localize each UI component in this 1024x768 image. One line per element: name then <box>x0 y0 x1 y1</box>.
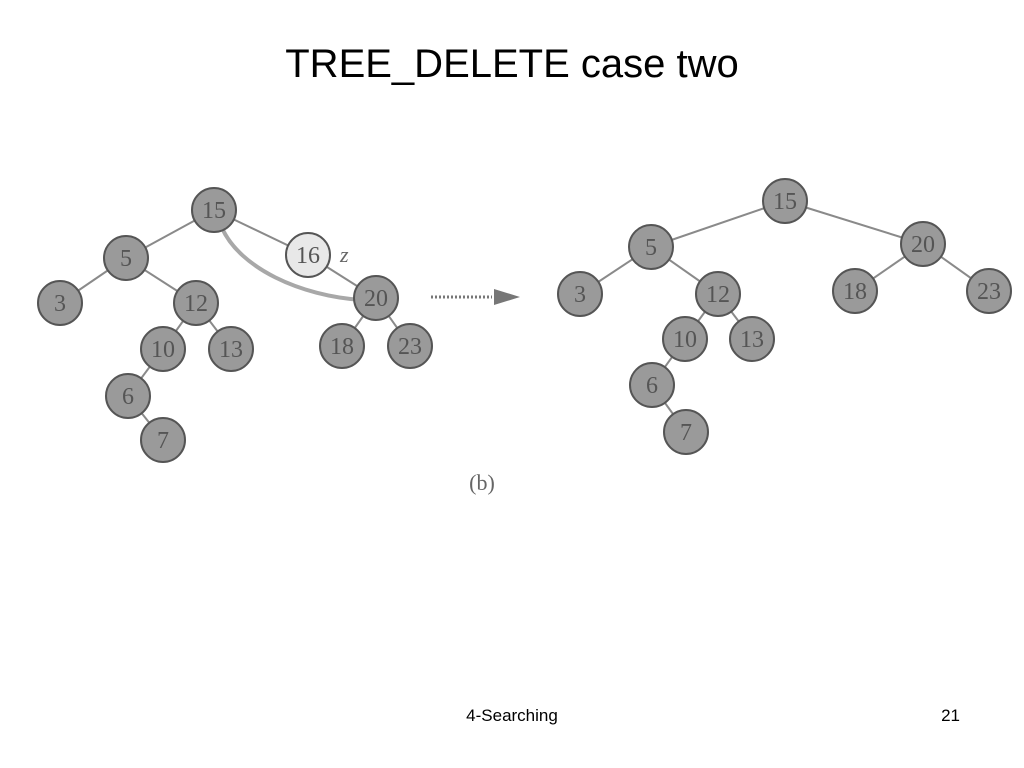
before-node-label-18: 18 <box>330 334 354 360</box>
before-node-circle-10 <box>140 326 186 372</box>
after-node-label-3: 3 <box>574 282 586 308</box>
slide-title: TREE_DELETE case two <box>285 42 739 86</box>
after-node-label-18: 18 <box>843 279 867 305</box>
after-node-circle-18 <box>832 268 878 314</box>
before-node-circle-16 <box>285 232 331 278</box>
before-node-23: 23 <box>387 323 433 369</box>
before-node-20: 20 <box>353 275 399 321</box>
after-node-12: 12 <box>695 271 741 317</box>
footer-text: 4-Searching <box>466 706 558 725</box>
after-node-7: 7 <box>663 409 709 455</box>
after-node-5: 5 <box>628 224 674 270</box>
before-node-label-7: 7 <box>157 428 169 454</box>
before-node-3: 3 <box>37 280 83 326</box>
after-node-13: 13 <box>729 316 775 362</box>
before-node-circle-23 <box>387 323 433 369</box>
after-node-6: 6 <box>629 362 675 408</box>
before-node-circle-3 <box>37 280 83 326</box>
after-node-circle-13 <box>729 316 775 362</box>
after-node-circle-6 <box>629 362 675 408</box>
before-node-label-16: 16 <box>296 243 320 269</box>
before-node-12: 12 <box>173 280 219 326</box>
splice-curve <box>220 227 363 302</box>
after-node-label-7: 7 <box>680 420 692 446</box>
before-node-circle-5 <box>103 235 149 281</box>
after-node-circle-7 <box>663 409 709 455</box>
after-node-circle-3 <box>557 271 603 317</box>
before-node-7: 7 <box>140 417 186 463</box>
before-node-circle-6 <box>105 373 151 419</box>
before-node-6: 6 <box>105 373 151 419</box>
before-node-label-23: 23 <box>398 334 422 360</box>
before-node-circle-12 <box>173 280 219 326</box>
before-node-circle-20 <box>353 275 399 321</box>
after-node-20: 20 <box>900 221 946 267</box>
after-node-label-20: 20 <box>911 232 935 258</box>
arrow-head <box>494 289 520 305</box>
after-edge-15-20 <box>784 200 924 245</box>
before-node-circle-13 <box>208 326 254 372</box>
after-node-10: 10 <box>662 316 708 362</box>
before-node-label-5: 5 <box>120 246 132 272</box>
before-node-label-3: 3 <box>54 291 66 317</box>
before-node-18: 18 <box>319 323 365 369</box>
after-node-label-12: 12 <box>706 282 730 308</box>
before-node-circle-18 <box>319 323 365 369</box>
before-node-label-6: 6 <box>122 384 134 410</box>
after-node-label-5: 5 <box>645 235 657 261</box>
before-node-label-15: 15 <box>202 198 226 224</box>
before-node-15: 15 <box>191 187 237 233</box>
before-node-label-20: 20 <box>364 286 388 312</box>
after-node-circle-5 <box>628 224 674 270</box>
before-node-label-10: 10 <box>151 337 175 363</box>
before-node-13: 13 <box>208 326 254 372</box>
after-node-23: 23 <box>966 268 1012 314</box>
transform-arrow <box>431 289 520 305</box>
after-node-circle-20 <box>900 221 946 267</box>
before-node-10: 10 <box>140 326 186 372</box>
after-node-label-6: 6 <box>646 373 658 399</box>
before-node-label-13: 13 <box>219 337 243 363</box>
before-node-label-12: 12 <box>184 291 208 317</box>
after-node-3: 3 <box>557 271 603 317</box>
before-node-16: 16 <box>285 232 331 278</box>
before-node-circle-7 <box>140 417 186 463</box>
after-node-circle-12 <box>695 271 741 317</box>
after-node-circle-23 <box>966 268 1012 314</box>
after-node-circle-10 <box>662 316 708 362</box>
after-node-label-10: 10 <box>673 327 697 353</box>
page-number: 21 <box>941 706 960 725</box>
after-node-label-23: 23 <box>977 279 1001 305</box>
after-edge-15-5 <box>650 200 786 248</box>
after-node-15: 15 <box>762 178 808 224</box>
after-node-circle-15 <box>762 178 808 224</box>
before-node-5: 5 <box>103 235 149 281</box>
figure-caption: (b) <box>469 470 495 495</box>
before-node-circle-15 <box>191 187 237 233</box>
after-node-label-13: 13 <box>740 327 764 353</box>
z-label: z <box>339 242 349 267</box>
after-node-18: 18 <box>832 268 878 314</box>
after-node-label-15: 15 <box>773 189 797 215</box>
